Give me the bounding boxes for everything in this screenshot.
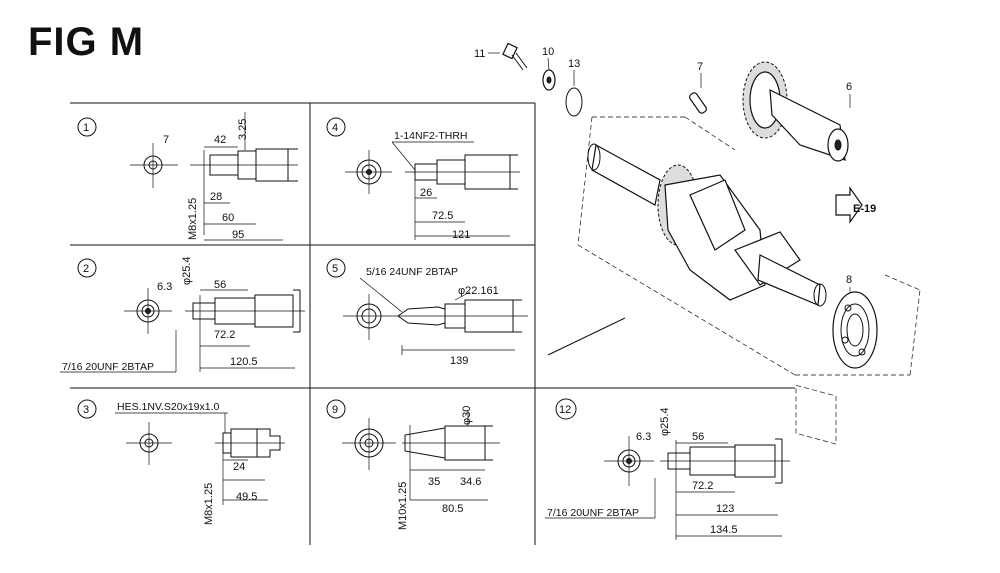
callout-10: 10 <box>542 46 554 58</box>
figure-title: FIG M <box>28 20 145 64</box>
panel-grid <box>70 102 795 545</box>
panel-2: 2 6.3 φ25.4 56 72.2 120.5 7/16 20UNF 2BT… <box>60 256 305 373</box>
dim-label: 28 <box>210 191 222 203</box>
part-spec-label: HES.1NV.S20x19x1.0 <box>117 401 220 413</box>
thread-spec-label: 5/16 24UNF 2BTAP <box>366 266 458 278</box>
thread-spec-label: 1-14NF2-THRH <box>394 130 468 142</box>
panel-4: 4 1-14NF2-THRH 26 72.5 121 <box>326 117 520 241</box>
reference-label: E-19 <box>853 203 876 215</box>
dim-label: 49.5 <box>236 491 257 503</box>
dim-label: 72.5 <box>432 210 453 222</box>
dim-label: 121 <box>452 229 470 241</box>
thread-spec-label: 7/16 20UNF 2BTAP <box>547 507 639 519</box>
panel-number: 12 <box>559 404 571 416</box>
panel-9: 9 φ30 35 34.6 80.5 M10x1.25 <box>326 399 500 530</box>
dim-label: 56 <box>692 431 704 443</box>
dim-label: 72.2 <box>214 329 235 341</box>
dim-label: 56 <box>214 279 226 291</box>
exploded-view: 11 10 13 7 6 E-19 <box>474 42 921 445</box>
dim-label: 26 <box>420 187 432 199</box>
dim-label: 35 <box>428 476 440 488</box>
callout-13: 13 <box>568 58 580 70</box>
dim-label: 95 <box>232 229 244 241</box>
callout-8: 8 <box>846 274 852 286</box>
panel-number: 4 <box>332 122 338 134</box>
callout-7: 7 <box>697 61 703 73</box>
dim-label: φ25.4 <box>181 256 193 285</box>
dim-label: 60 <box>222 212 234 224</box>
callout-11: 11 <box>474 48 485 60</box>
dim-label: 34.6 <box>460 476 481 488</box>
dim-label: 24 <box>233 461 245 473</box>
panel-number: 9 <box>332 404 338 416</box>
panel-number: 5 <box>332 263 338 275</box>
dim-label: φ30 <box>461 406 473 425</box>
dim-label: 7 <box>163 134 169 146</box>
dim-label: 120.5 <box>230 356 258 368</box>
dim-label: 42 <box>214 134 226 146</box>
dim-label: 3.25 <box>237 119 249 140</box>
thread-spec-label: 7/16 20UNF 2BTAP <box>62 361 154 373</box>
panel-number: 1 <box>83 122 89 134</box>
dim-label: 80.5 <box>442 503 463 515</box>
panel-number: 3 <box>83 404 89 416</box>
dim-label: 6.3 <box>636 431 651 443</box>
dim-label: 72.2 <box>692 480 713 492</box>
panel-1: 1 7 42 3.25 28 60 95 M8x1.25 <box>77 112 298 241</box>
panel-number: 2 <box>83 263 89 275</box>
dim-label: M10x1.25 <box>397 482 409 530</box>
panel-5: 5 5/16 24UNF 2BTAP φ22.161 139 <box>326 258 528 367</box>
callout-6: 6 <box>846 81 852 93</box>
dim-label: M8x1.25 <box>187 198 199 240</box>
dim-label: φ25.4 <box>659 407 671 436</box>
dim-label: 139 <box>450 355 468 367</box>
dim-label: 6.3 <box>157 281 172 293</box>
panel-3: 3 HES.1NV.S20x19x1.0 24 49.5 M8x1.25 <box>77 399 285 525</box>
dim-label: 134.5 <box>710 524 738 536</box>
dim-label: φ22.161 <box>458 285 499 297</box>
panel-12: 12 6.3 φ25.4 56 72.2 123 134.5 7/16 20UN… <box>545 398 790 540</box>
dim-label: 123 <box>716 503 734 515</box>
dim-label: M8x1.25 <box>203 483 215 525</box>
